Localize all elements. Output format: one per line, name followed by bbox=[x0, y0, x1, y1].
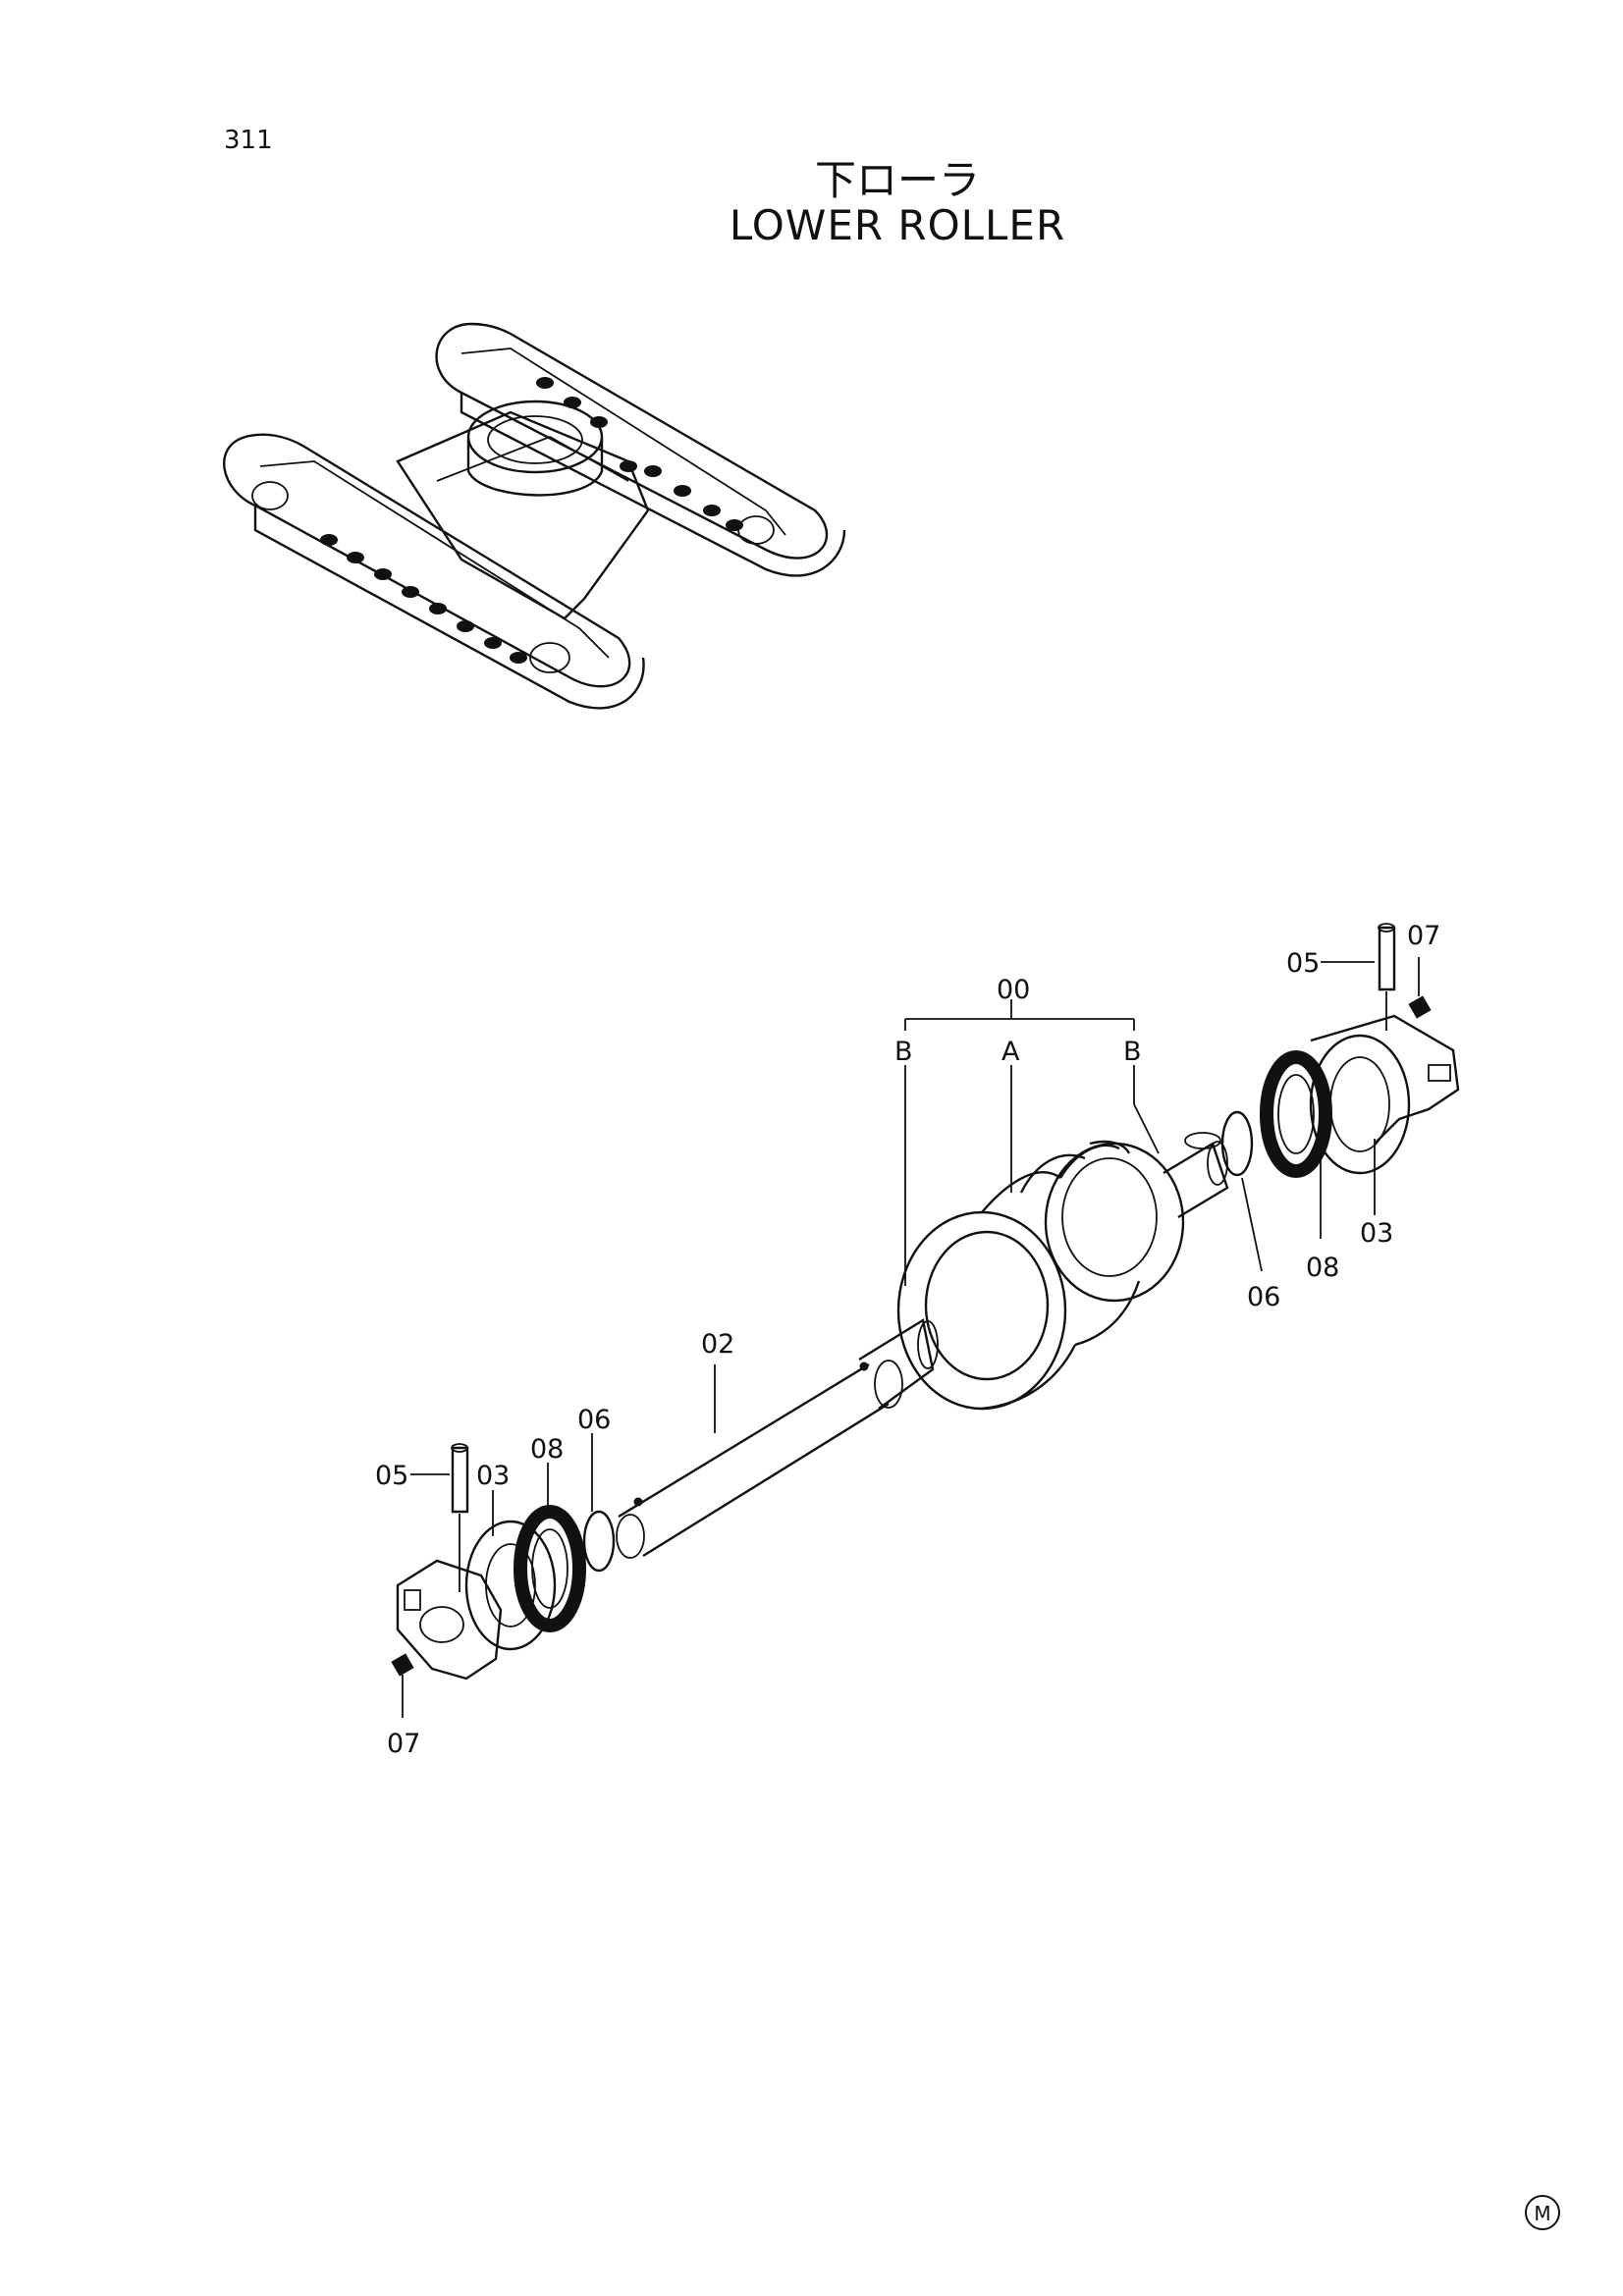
label-sub-a: A bbox=[1001, 1037, 1020, 1067]
label-plug-left: 07 bbox=[387, 1729, 420, 1759]
corner-mark: M bbox=[1525, 2195, 1560, 2230]
label-sub-b-right: B bbox=[1123, 1037, 1142, 1067]
label-collar-left: 03 bbox=[476, 1461, 510, 1491]
leader-lines bbox=[410, 957, 1420, 1536]
undercarriage-illustration bbox=[223, 322, 846, 710]
label-oring-left: 06 bbox=[577, 1405, 611, 1435]
label-assembly: 00 bbox=[997, 975, 1030, 1005]
lower-roller-exploded-view bbox=[391, 923, 1460, 1718]
page-title-japanese: 下ローラ bbox=[814, 156, 980, 204]
label-shaft: 02 bbox=[701, 1329, 734, 1360]
label-collar-right: 03 bbox=[1360, 1218, 1393, 1249]
label-sub-b-left: B bbox=[894, 1037, 913, 1067]
label-pin-right: 05 bbox=[1286, 948, 1320, 979]
label-seal-right: 08 bbox=[1306, 1253, 1339, 1283]
label-plug-right: 07 bbox=[1407, 921, 1440, 951]
label-oring-right: 06 bbox=[1247, 1282, 1280, 1312]
page-title-english: LOWER ROLLER bbox=[729, 201, 1066, 249]
label-pin-left: 05 bbox=[375, 1461, 408, 1491]
page-number: 311 bbox=[224, 126, 273, 155]
label-seal-left: 08 bbox=[530, 1434, 564, 1465]
